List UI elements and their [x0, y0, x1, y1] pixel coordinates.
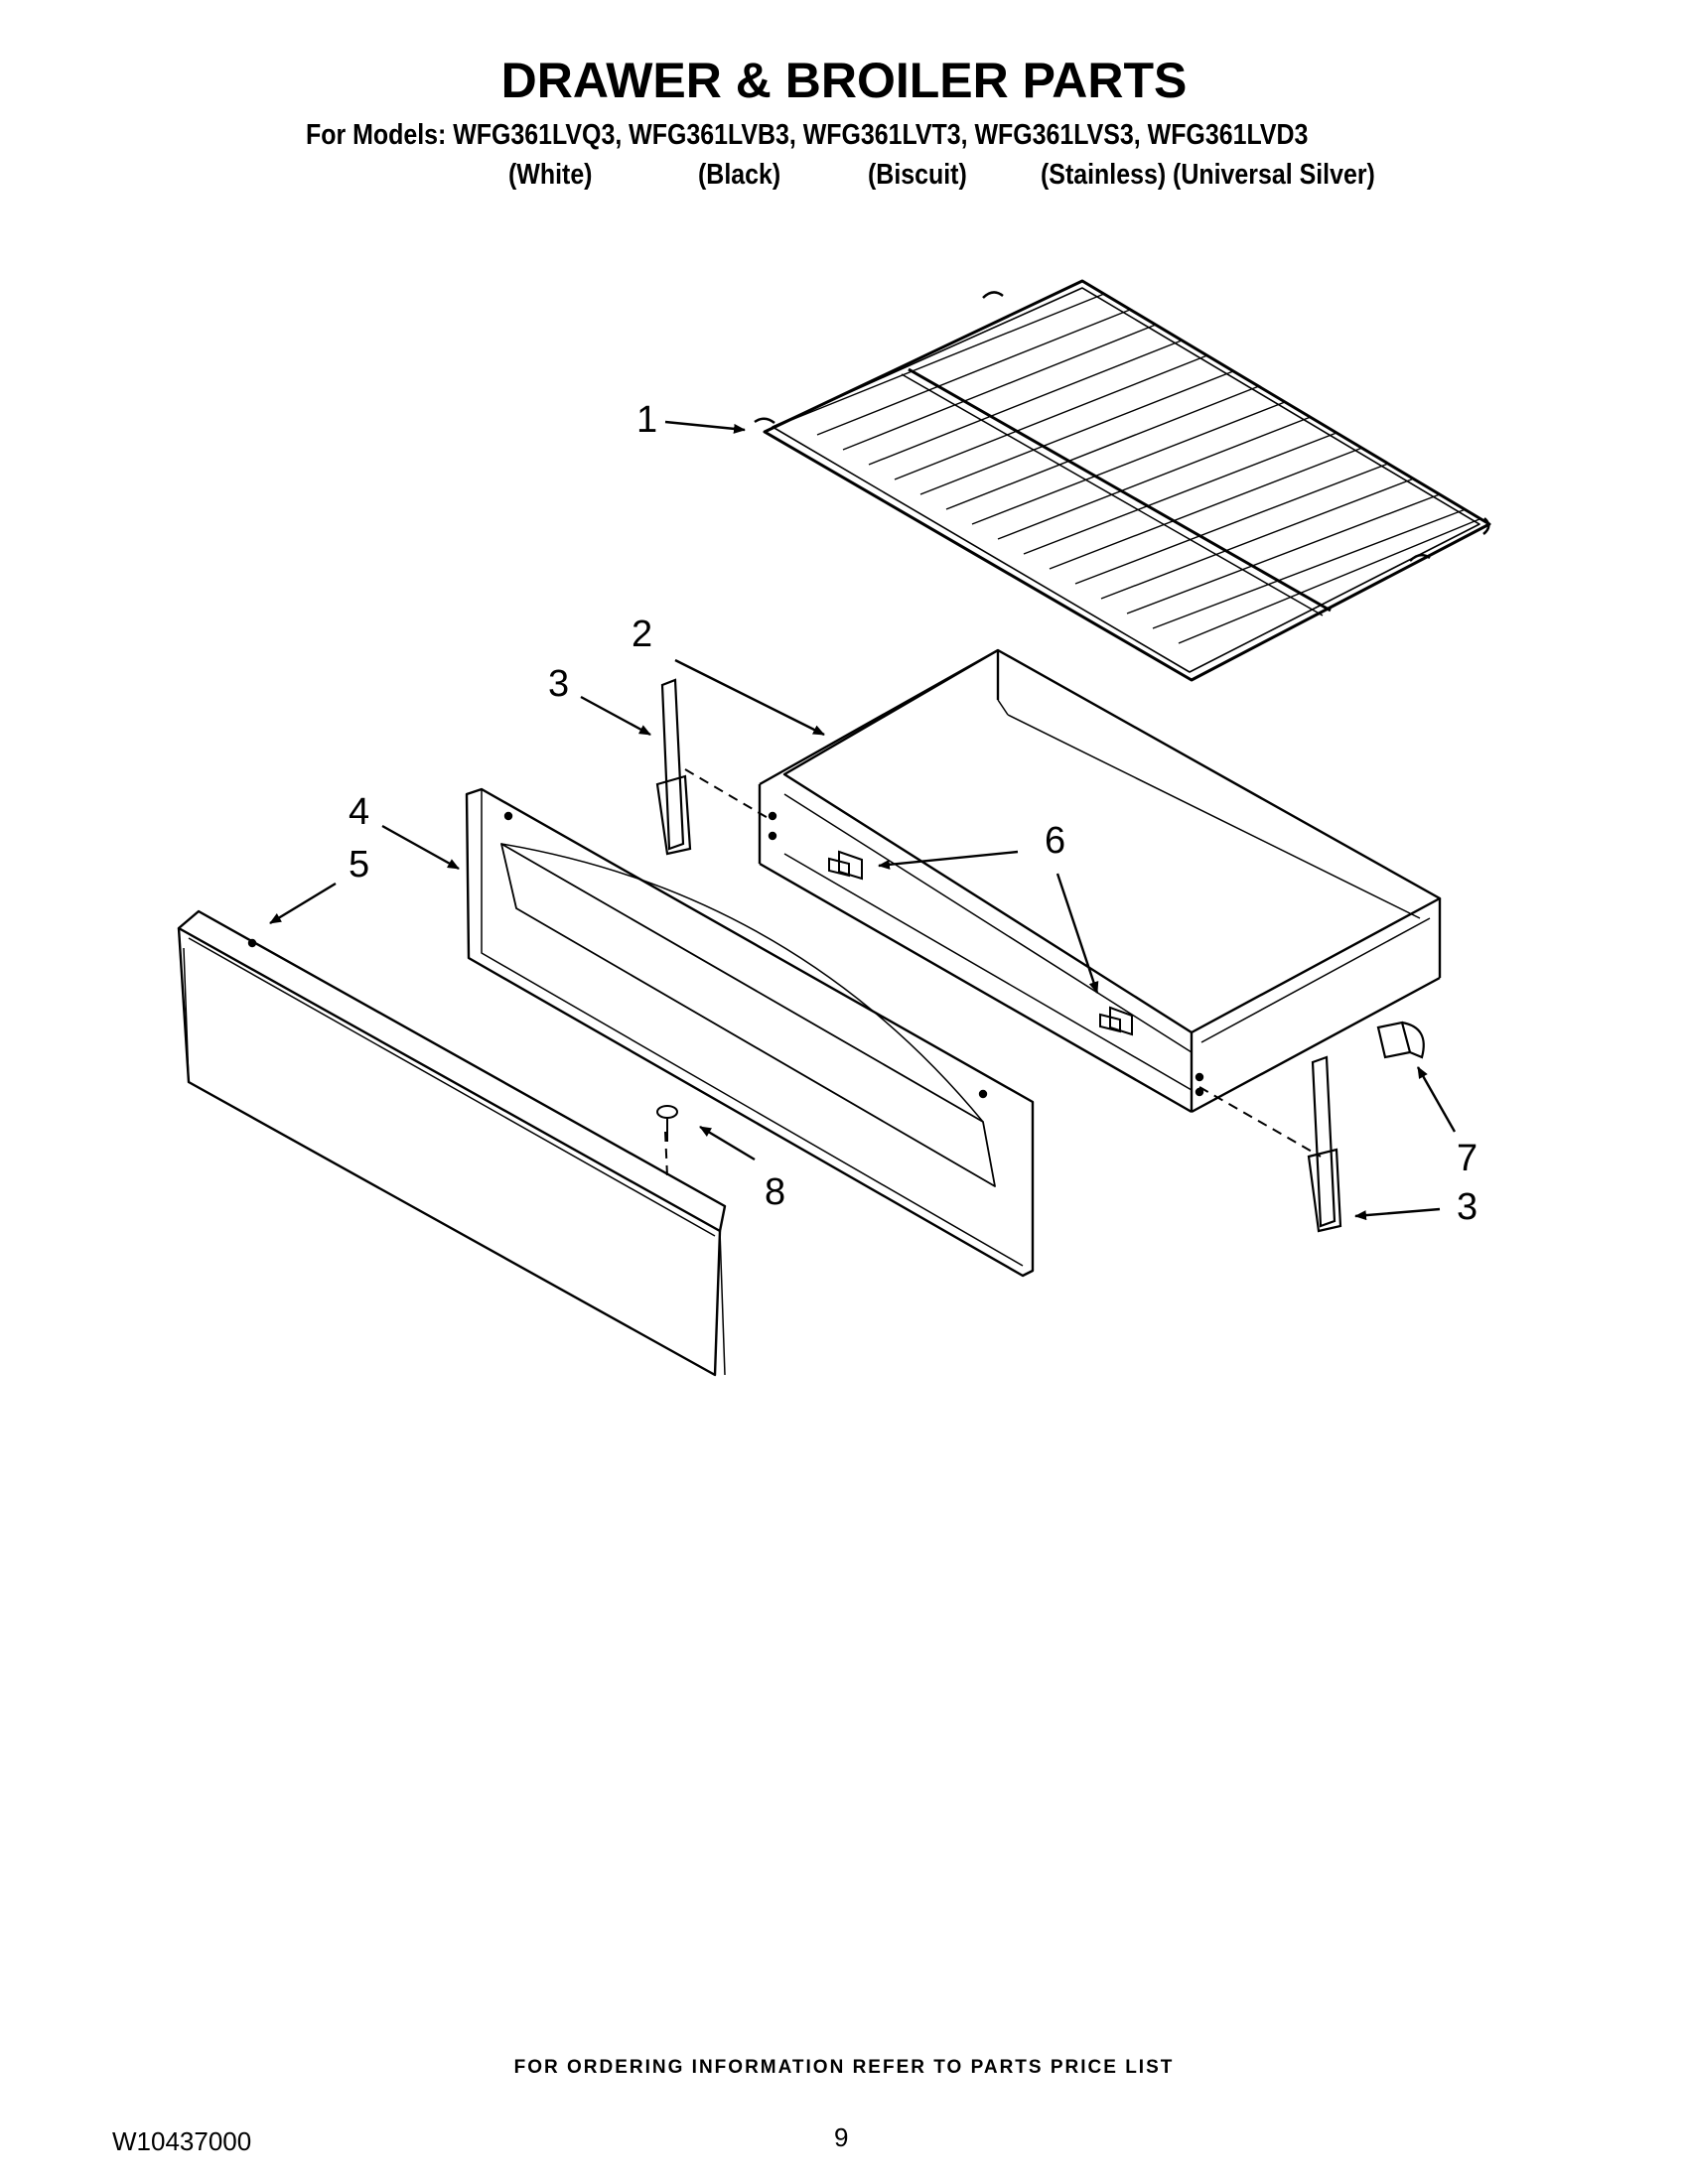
callout-3-right: 3 [1457, 1186, 1478, 1228]
callout-6: 6 [1045, 820, 1066, 862]
alignment-lines [664, 768, 1322, 1177]
drawer-pan [758, 648, 1442, 1114]
document-number: W10437000 [112, 2126, 252, 2156]
broiler-rack [754, 279, 1491, 682]
color-label-stainless-silver: (Stainless) (Universal Silver) [1041, 159, 1375, 191]
drawer-clip [1376, 1021, 1425, 1059]
drawer-slide-right [1307, 1055, 1342, 1233]
rack-wires [790, 293, 1480, 644]
callout-2: 2 [632, 614, 653, 655]
drawer-slide-left [655, 678, 692, 856]
screw-lower [1099, 1006, 1133, 1036]
callout-7: 7 [1457, 1138, 1478, 1179]
drawer-inner-panel [465, 787, 1035, 1278]
color-label-white: (White) [508, 159, 593, 191]
color-label-biscuit: (Biscuit) [868, 159, 967, 191]
page-title: DRAWER & BROILER PARTS [500, 53, 1188, 108]
callout-5: 5 [349, 844, 370, 886]
models-line: For Models: WFG361LVQ3, WFG361LVB3, WFG3… [306, 119, 1309, 151]
drawer-front-panel [177, 909, 727, 1377]
callout-8: 8 [765, 1171, 786, 1213]
ordering-note: FOR ORDERING INFORMATION REFER TO PARTS … [513, 2057, 1175, 2078]
color-label-black: (Black) [698, 159, 781, 191]
screw-upper [828, 850, 863, 881]
leader-arrows [269, 420, 1457, 1221]
page-number: 9 [834, 2122, 849, 2152]
callout-1: 1 [636, 399, 658, 441]
callout-4: 4 [349, 791, 370, 833]
drawer-screw [656, 1105, 678, 1142]
callout-3-left: 3 [548, 663, 570, 705]
